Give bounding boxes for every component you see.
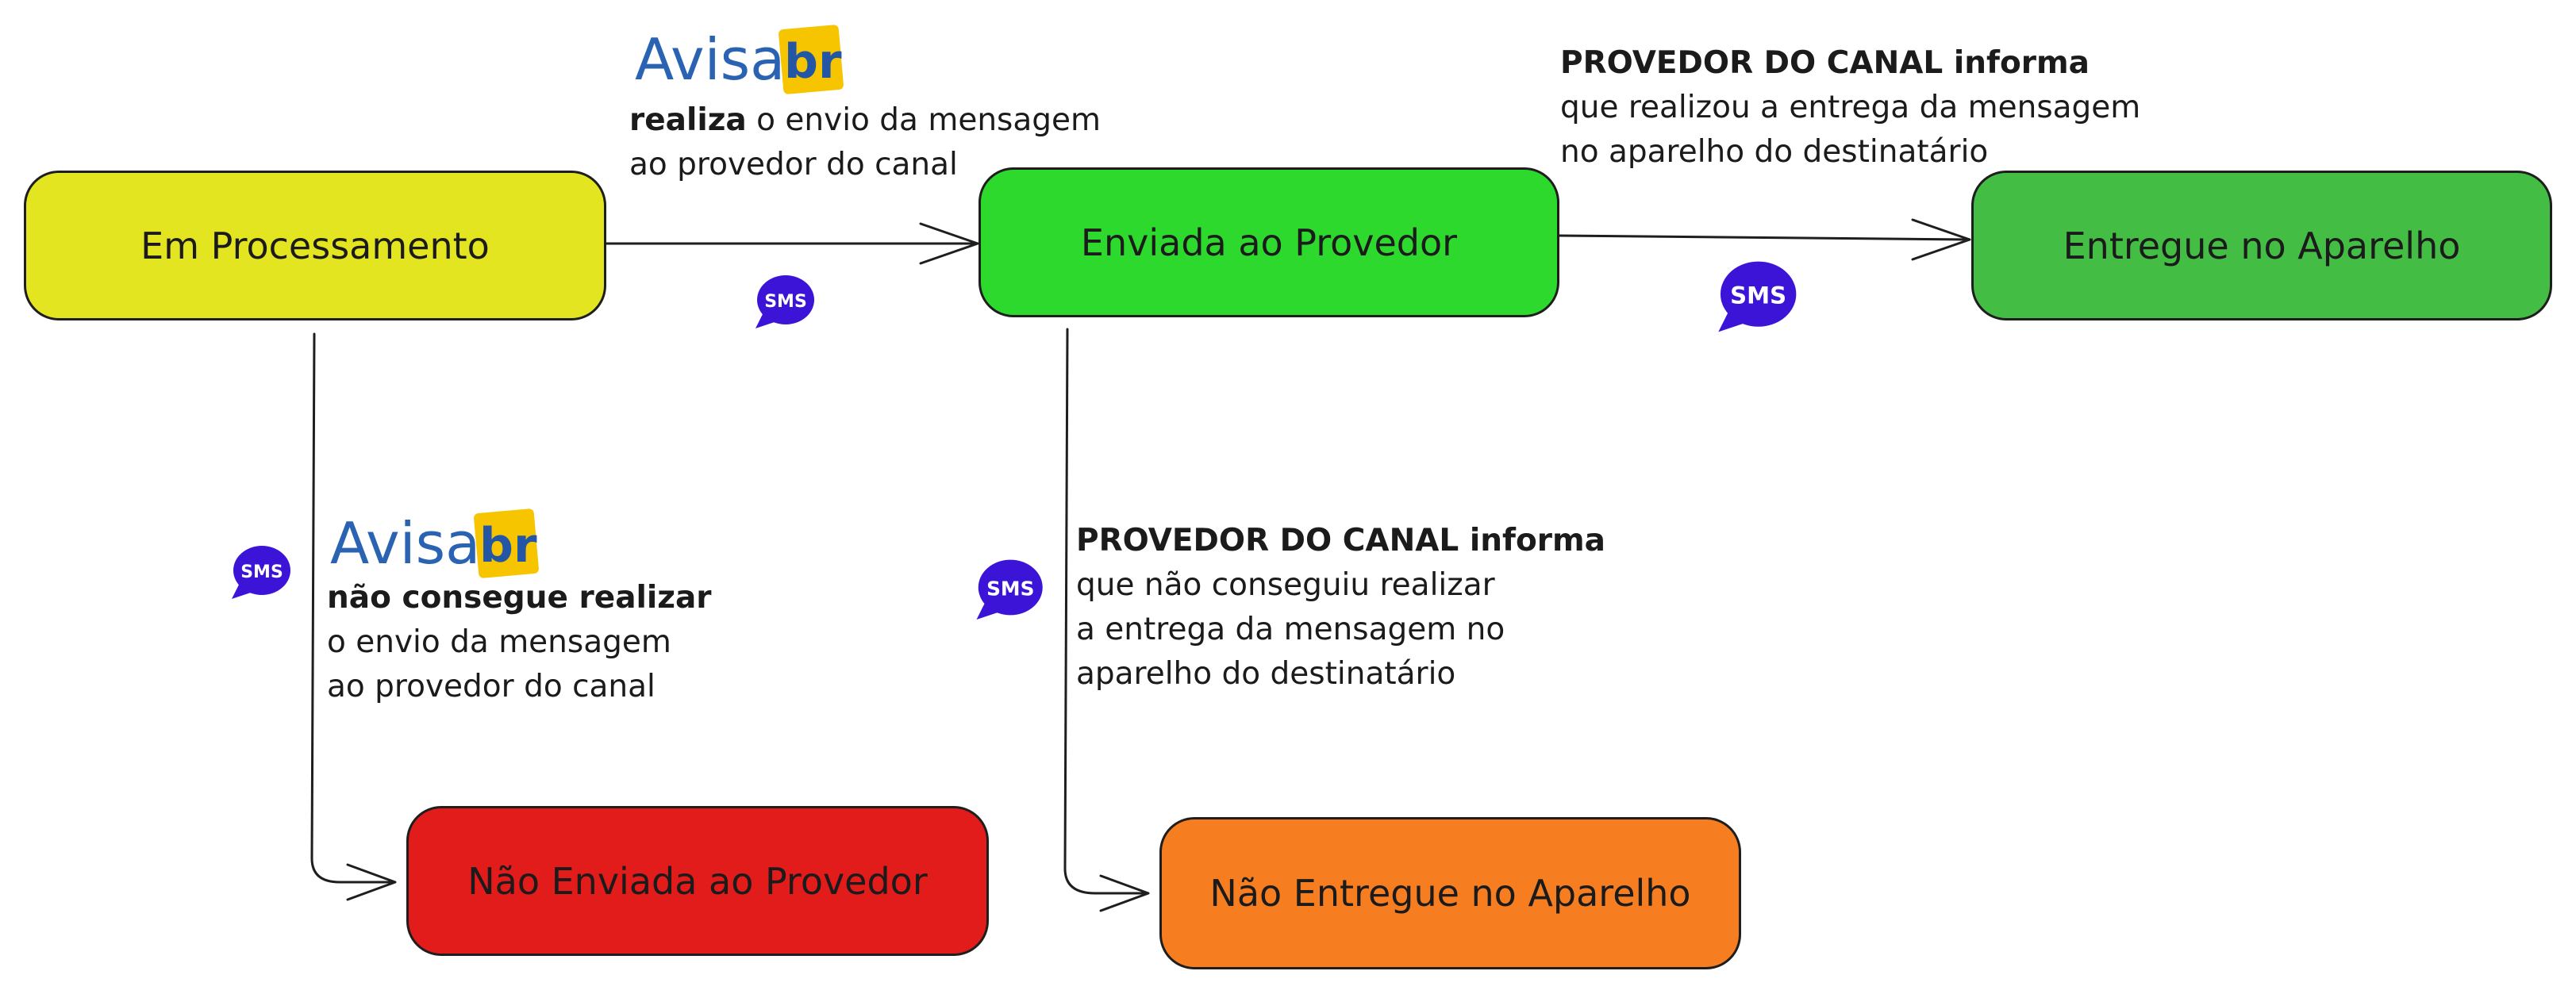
- svg-text:br: br: [479, 518, 537, 574]
- label-sent-to-delivered: PROVEDOR DO CANAL informa que realizou a…: [1560, 41, 2140, 175]
- label-processing-to-not-sent-line1: o envio da mensagem: [327, 624, 671, 660]
- arrow-processing-to-sent: [603, 222, 979, 265]
- sms-chat-icon: SMS: [232, 546, 290, 599]
- svg-text:SMS: SMS: [764, 292, 807, 312]
- label-sent-to-not-delivered-line1: que não conseguiu realizar: [1076, 567, 1495, 603]
- avisa-br-logo: Avisa br: [330, 509, 539, 578]
- node-nao-enviada-ao-provedor[interactable]: Não Enviada ao Provedor: [406, 806, 989, 956]
- svg-text:SMS: SMS: [1730, 282, 1786, 309]
- label-sent-to-not-delivered-line3: aparelho do destinatário: [1076, 656, 1456, 692]
- svg-text:br: br: [784, 34, 842, 90]
- sms-chat-icon: SMS: [755, 275, 814, 328]
- arrow-processing-to-not-sent: [310, 332, 397, 901]
- label-processing-to-sent-rest: o envio da mensagem: [746, 102, 1102, 138]
- node-em-processamento-label: Em Processamento: [140, 224, 490, 267]
- label-processing-to-not-sent: não consegue realizar o envio da mensage…: [327, 576, 712, 709]
- svg-text:Avisa: Avisa: [330, 510, 480, 577]
- avisa-br-logo: Avisa br: [635, 25, 844, 94]
- label-sent-to-not-delivered-strong: PROVEDOR DO CANAL informa: [1076, 523, 1605, 558]
- label-sent-to-delivered-line1: que realizou a entrega da mensagem: [1560, 90, 2141, 125]
- arrow-sent-to-not-delivered: [1063, 328, 1150, 912]
- node-em-processamento[interactable]: Em Processamento: [24, 171, 606, 320]
- sms-chat-icon: SMS: [1718, 261, 1797, 332]
- node-entregue-no-aparelho-label: Entregue no Aparelho: [2063, 224, 2461, 267]
- svg-text:Avisa: Avisa: [635, 26, 785, 93]
- node-nao-entregue-no-aparelho[interactable]: Não Entregue no Aparelho: [1159, 817, 1741, 969]
- node-enviada-ao-provedor-label: Enviada ao Provedor: [1080, 221, 1458, 264]
- label-processing-to-sent-line1: realiza o envio da mensagem: [629, 98, 1101, 143]
- label-processing-to-sent-strong: realiza: [629, 102, 747, 138]
- svg-text:SMS: SMS: [986, 578, 1034, 601]
- label-processing-to-not-sent-strong: não consegue realizar: [327, 580, 712, 616]
- node-entregue-no-aparelho[interactable]: Entregue no Aparelho: [1971, 171, 2552, 320]
- node-nao-enviada-ao-provedor-label: Não Enviada ao Provedor: [467, 859, 928, 903]
- arrow-sent-to-delivered: [1557, 218, 1971, 261]
- label-processing-to-not-sent-line2: ao provedor do canal: [327, 669, 656, 704]
- node-enviada-ao-provedor[interactable]: Enviada ao Provedor: [978, 167, 1559, 317]
- node-nao-entregue-no-aparelho-label: Não Entregue no Aparelho: [1209, 872, 1691, 915]
- svg-text:SMS: SMS: [240, 562, 283, 582]
- label-processing-to-sent: realiza o envio da mensagem ao provedor …: [629, 98, 1101, 187]
- sms-chat-icon: SMS: [976, 559, 1043, 620]
- label-sent-to-delivered-strong: PROVEDOR DO CANAL informa: [1560, 45, 2090, 81]
- label-sent-to-not-delivered-line2: a entrega da mensagem no: [1076, 612, 1505, 647]
- label-sent-to-delivered-line2: no aparelho do destinatário: [1560, 134, 1989, 170]
- label-sent-to-not-delivered: PROVEDOR DO CANAL informa que não conseg…: [1076, 519, 1605, 697]
- label-processing-to-sent-line2: ao provedor do canal: [629, 147, 958, 182]
